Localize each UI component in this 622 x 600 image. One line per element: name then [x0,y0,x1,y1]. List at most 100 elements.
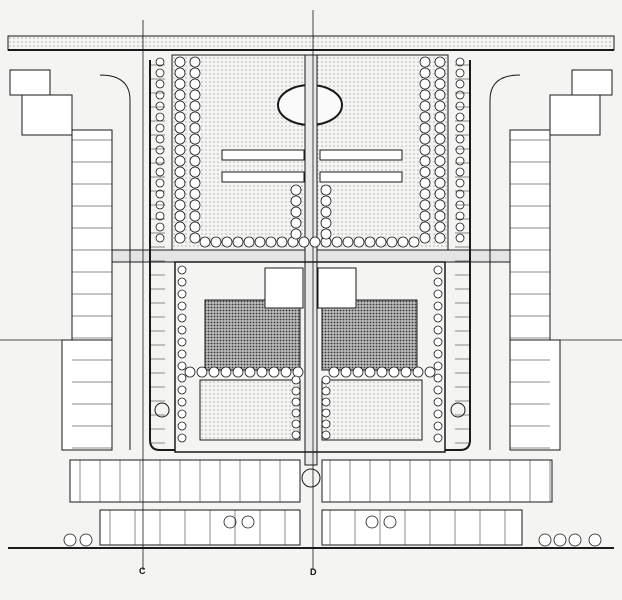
tree [433,421,443,431]
tree [455,68,465,78]
tree [292,366,304,378]
tree [189,56,201,68]
tree [177,337,187,347]
tree [434,100,446,112]
tree [177,433,187,443]
tree [290,206,302,218]
tree [433,325,443,335]
tree [455,123,465,133]
tree [177,265,187,275]
tree [364,366,376,378]
lower-garden [199,379,301,441]
tree [189,100,201,112]
tree [455,90,465,100]
tree [291,375,301,385]
tree [189,144,201,156]
tree [376,366,388,378]
tree [174,199,186,211]
tree [434,166,446,178]
tree [433,301,443,311]
lower-garden [321,379,423,441]
tree [383,515,397,529]
tree [455,101,465,111]
tree [241,515,255,529]
tree [223,515,237,529]
tree [365,515,379,529]
tree [298,236,310,248]
tree [220,366,232,378]
tree [419,100,431,112]
tree [189,111,201,123]
tree [433,433,443,443]
tree [280,366,292,378]
tree [320,184,332,196]
tree [189,221,201,233]
tree [177,349,187,359]
tree [412,366,424,378]
tree [455,134,465,144]
tree [455,233,465,243]
tree [433,337,443,347]
tree [419,188,431,200]
tree [419,89,431,101]
tree [243,236,255,248]
tree [291,430,301,440]
tree [588,533,602,547]
tree [290,195,302,207]
tree [290,217,302,229]
tree [419,221,431,233]
tree [177,277,187,287]
tree [189,78,201,90]
tree [199,236,211,248]
tree [174,155,186,167]
tree [434,221,446,233]
tree [174,144,186,156]
tree [189,67,201,79]
tree [155,112,165,122]
tree [419,133,431,145]
tree [419,166,431,178]
tree [174,133,186,145]
tree [174,188,186,200]
tree [434,210,446,222]
tree [265,236,277,248]
pavilion [319,171,403,183]
tree [321,386,331,396]
tree [174,100,186,112]
tree [254,236,266,248]
tree [155,57,165,67]
tree [232,366,244,378]
section-marker-d: D [310,567,317,577]
tree [433,373,443,383]
tree [434,89,446,101]
tree [177,361,187,371]
tree [290,184,302,196]
tree [155,178,165,188]
tree [408,236,420,248]
tree [177,301,187,311]
tree [174,232,186,244]
tree [155,79,165,89]
tree [155,156,165,166]
tree [455,222,465,232]
tree [189,232,201,244]
pavilion [221,149,305,161]
tree [434,199,446,211]
tree [388,366,400,378]
tree [155,233,165,243]
tree [455,79,465,89]
tree [433,277,443,287]
tree [309,236,321,248]
tree [321,430,331,440]
tree [352,366,364,378]
central-axis [304,54,318,466]
tree [155,123,165,133]
tree [221,236,233,248]
tree [433,265,443,275]
tree [189,177,201,189]
tree [232,236,244,248]
top-road [7,35,615,51]
tree [174,166,186,178]
tree [79,533,93,547]
